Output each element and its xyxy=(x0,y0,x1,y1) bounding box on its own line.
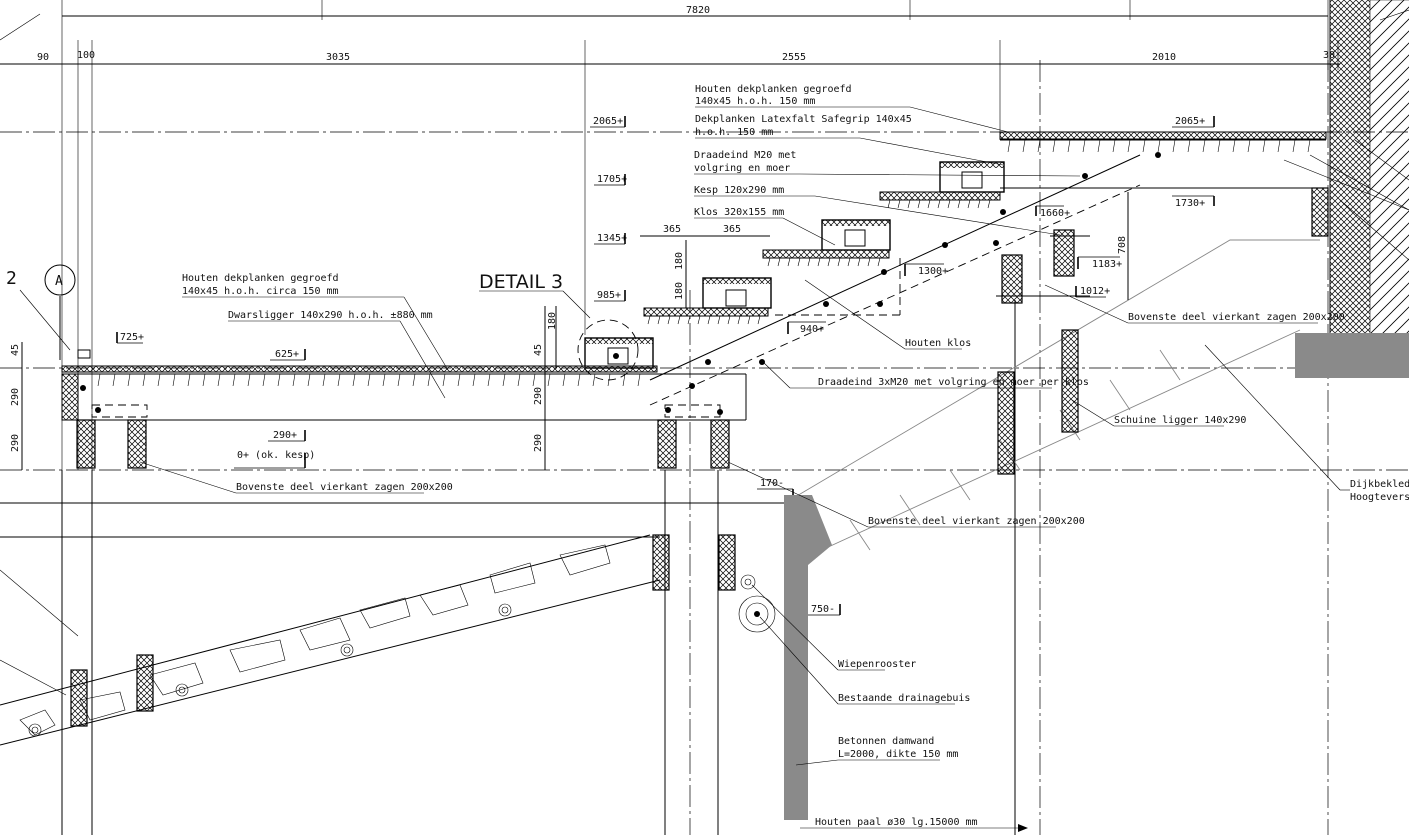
label-dijk-1: Dijkbekleding xyxy=(1350,479,1409,490)
sheet-pile-wall xyxy=(738,495,832,820)
label-latex-1: Dekplanken Latexfalt Safegrip 140x45 xyxy=(695,114,912,125)
label-bovenste-mid: Bovenste deel vierkant zagen 200x200 xyxy=(868,516,1085,527)
level-750: 750- xyxy=(811,604,835,615)
dim-100: 100 xyxy=(77,50,95,61)
level-0: 0+ (ok. kesp) xyxy=(237,450,315,461)
label-bovenste-left: Bovenste deel vierkant zagen 200x200 xyxy=(236,482,453,493)
label-detail-3: DETAIL 3 xyxy=(479,271,563,293)
level-985: 985+ xyxy=(597,290,621,301)
dike-wall xyxy=(1295,0,1409,378)
level-2065b: 2065+ xyxy=(1175,116,1205,127)
axis-label-A: A xyxy=(55,274,63,289)
dim-3035: 3035 xyxy=(326,52,350,63)
label-houten-dek-left-1: Houten dekplanken gegroefd xyxy=(182,273,339,284)
dim-v180b: 180 xyxy=(674,252,685,270)
dim-v290c: 290 xyxy=(533,387,544,405)
label-houten-klos: Houten klos xyxy=(905,338,971,349)
label-wiepen: Wiepenrooster xyxy=(838,659,916,670)
level-625: 625+ xyxy=(275,349,299,360)
label-houten-dek-top-1: Houten dekplanken gegroefd xyxy=(695,84,852,95)
dim-v45b: 45 xyxy=(533,344,544,356)
dim-v180c: 180 xyxy=(674,282,685,300)
label-houten-dek-top-2: 140x45 h.o.h. 150 mm xyxy=(695,96,815,107)
level-1012: 1012+ xyxy=(1080,286,1110,297)
label-draad-2: volgring en moer xyxy=(694,163,790,174)
annotations: Houten dekplanken gegroefd 140x45 h.o.h.… xyxy=(0,13,1409,832)
label-betonnen-2: L=2000, dikte 150 mm xyxy=(838,749,958,760)
label-houten-dek-left-2: 140x45 h.o.h. circa 150 mm xyxy=(182,286,339,297)
label-dwarsligger: Dwarsligger 140x290 h.o.h. ±880 mm xyxy=(228,310,433,321)
level-1300: 1300+ xyxy=(918,266,948,277)
level-1183: 1183+ xyxy=(1092,259,1122,270)
level-markers: 2065+ 1705+ 1345+ 985+ 725+ 625+ 290+ 0+… xyxy=(116,116,1215,616)
level-1660: 1660+ xyxy=(1040,208,1070,219)
dim-v180a: 180 xyxy=(547,312,558,330)
reference-lines xyxy=(0,60,1409,835)
dimension-chain-top: 7820 90 100 3035 2555 2010 30 xyxy=(0,0,1340,470)
dim-90: 90 xyxy=(37,52,49,63)
level-170: 170- xyxy=(760,478,784,489)
slope-revetment xyxy=(0,239,1320,746)
label-drainage: Bestaande drainagebuis xyxy=(838,693,970,704)
dim-v45a: 45 xyxy=(10,344,21,356)
label-betonnen-1: Betonnen damwand xyxy=(838,736,934,747)
dim-2010: 2010 xyxy=(1152,52,1176,63)
level-1345: 1345+ xyxy=(597,233,627,244)
upper-deck xyxy=(584,131,1329,415)
dim-365a: 365 xyxy=(663,224,681,235)
vertical-dimensions: 45 290 290 180 45 290 290 180 180 708 36… xyxy=(10,192,1129,470)
dim-365b: 365 xyxy=(723,224,741,235)
axis-label-2: 2 xyxy=(6,268,17,289)
label-bovenste-right: Bovenste deel vierkant zagen 200x200 xyxy=(1128,312,1345,323)
level-2065a: 2065+ xyxy=(593,116,623,127)
dim-2555: 2555 xyxy=(782,52,806,63)
dim-v290d: 290 xyxy=(533,434,544,452)
dim-v290b: 290 xyxy=(10,434,21,452)
axis-marker-A: A 2 xyxy=(6,264,76,360)
level-1730: 1730+ xyxy=(1175,198,1205,209)
dim-v708: 708 xyxy=(1117,236,1128,254)
label-draad-1: Draadeind M20 met xyxy=(694,150,796,161)
level-940: 940+ xyxy=(800,324,824,335)
concrete-cap xyxy=(1295,333,1409,378)
label-klos: Klos 320x155 mm xyxy=(694,207,784,218)
level-290: 290+ xyxy=(273,430,297,441)
label-draad-3x: Draadeind 3xM20 met volgring en moer per… xyxy=(818,377,1089,388)
label-dijk-2: Hoogteverso xyxy=(1350,492,1409,503)
label-schuine: Schuine ligger 140x290 xyxy=(1114,415,1246,426)
level-725: 725+ xyxy=(120,332,144,343)
label-latex-2: h.o.h. 150 mm xyxy=(695,127,773,138)
dim-30: 30 xyxy=(1323,50,1335,61)
level-1705: 1705+ xyxy=(597,174,627,185)
dim-total: 7820 xyxy=(686,5,710,16)
dim-v290a: 290 xyxy=(10,388,21,406)
label-kesp: Kesp 120x290 mm xyxy=(694,185,784,196)
lower-deck xyxy=(61,319,747,469)
label-paal: Houten paal ø30 lg.15000 mm xyxy=(815,817,978,828)
